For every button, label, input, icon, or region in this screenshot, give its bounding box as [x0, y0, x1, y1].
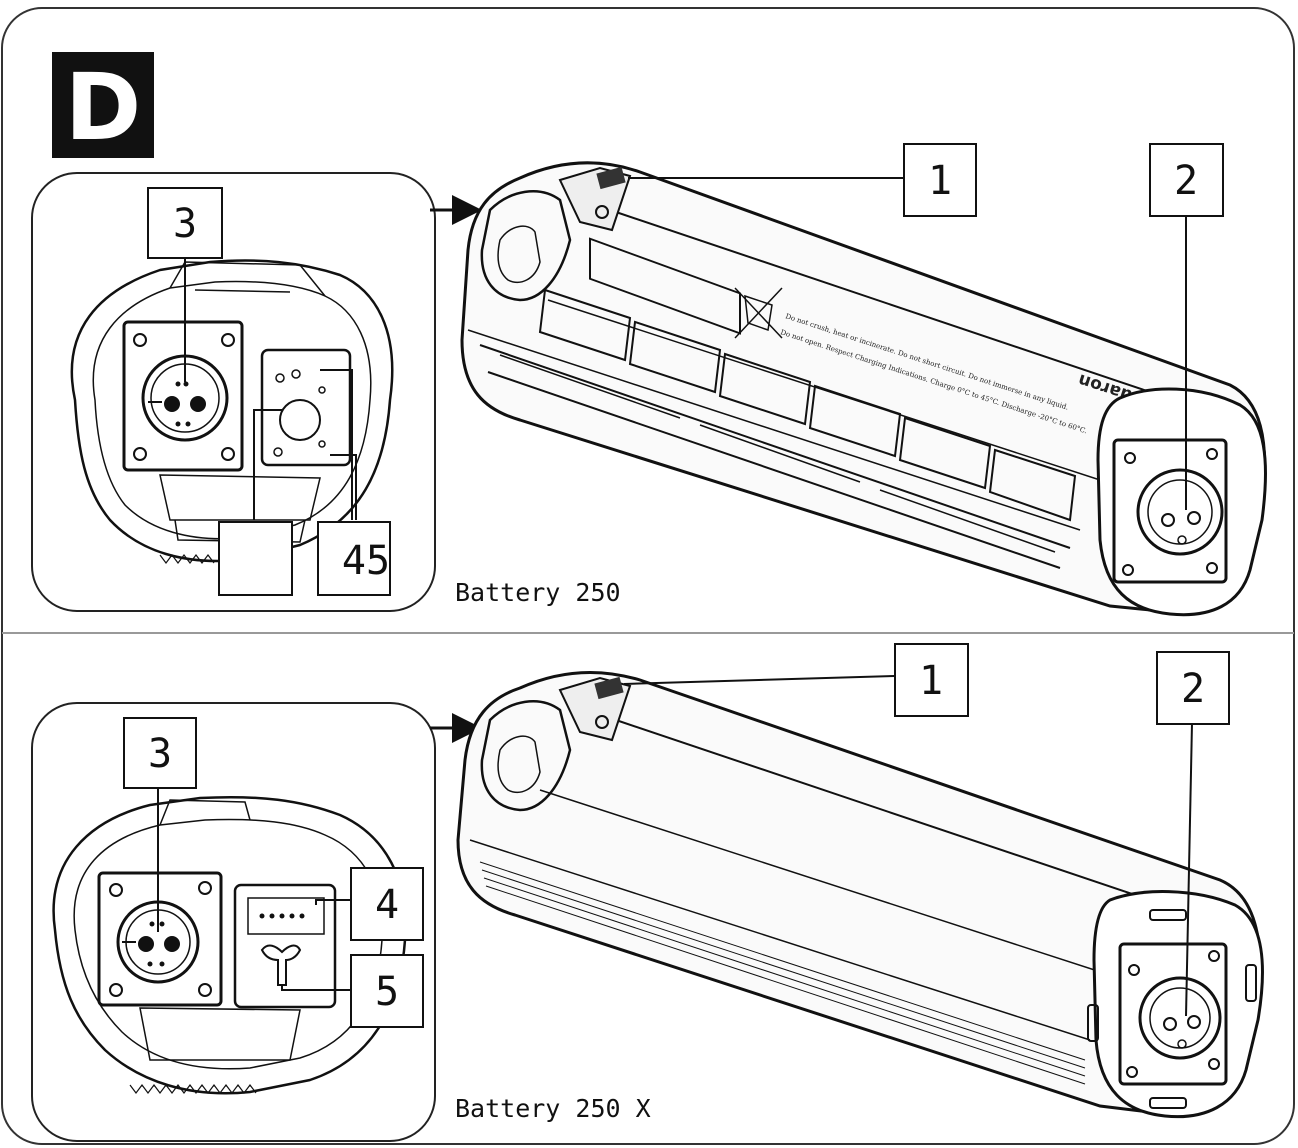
battery-250-caption: Battery 250	[455, 578, 621, 607]
section-label: D	[52, 52, 154, 161]
weee-symbol	[734, 287, 783, 339]
battery-cells	[538, 288, 1077, 522]
callout-2-label: 2	[1174, 158, 1198, 204]
outer-frame	[1, 7, 1295, 1145]
callout-3-box	[123, 717, 197, 789]
callout-1-box	[894, 643, 969, 717]
section-letter: D	[65, 54, 141, 161]
main-connector	[122, 320, 244, 472]
bottom-inset-connector-view: 3 4 5	[31, 702, 436, 1142]
callout-2-label: 2	[1181, 666, 1205, 712]
callout-2-leader	[1185, 722, 1193, 1017]
callout-1-label: 1	[919, 658, 943, 704]
secondary-ports	[233, 883, 337, 1009]
callout-5-label: 5	[375, 969, 399, 1015]
secondary-ports	[260, 348, 352, 467]
battery-250-output-connector	[1112, 438, 1228, 584]
callout-1-leader	[623, 675, 896, 685]
battery-250-body: Do not crush, heat or incinerate. Do not…	[460, 161, 1267, 617]
callout-45-label: 45	[342, 538, 390, 584]
main-connector	[97, 871, 223, 1007]
top-panel: 3 45	[31, 143, 1267, 617]
callout-3-label: 3	[148, 731, 172, 777]
top-inset-connector-view: 3 45	[31, 172, 436, 612]
callout-3-box	[147, 187, 223, 259]
callout-blank-box	[218, 521, 293, 596]
callout-2-box	[1156, 651, 1230, 725]
callout-2-box	[1149, 143, 1224, 217]
callout-4-label: 4	[375, 882, 399, 928]
callout-4-box	[350, 867, 424, 941]
callout-5-box	[350, 954, 424, 1028]
callout-3-label: 3	[173, 201, 197, 247]
bottom-panel: 3 4 5	[31, 643, 1264, 1142]
battery-250x-output-connector	[1118, 942, 1228, 1086]
battery-250x-caption: Battery 250 X	[455, 1094, 651, 1123]
callout-1-box	[903, 143, 977, 217]
battery-250x-body	[456, 670, 1264, 1119]
callout-1-label: 1	[928, 158, 952, 204]
callout-45-box	[317, 521, 391, 596]
